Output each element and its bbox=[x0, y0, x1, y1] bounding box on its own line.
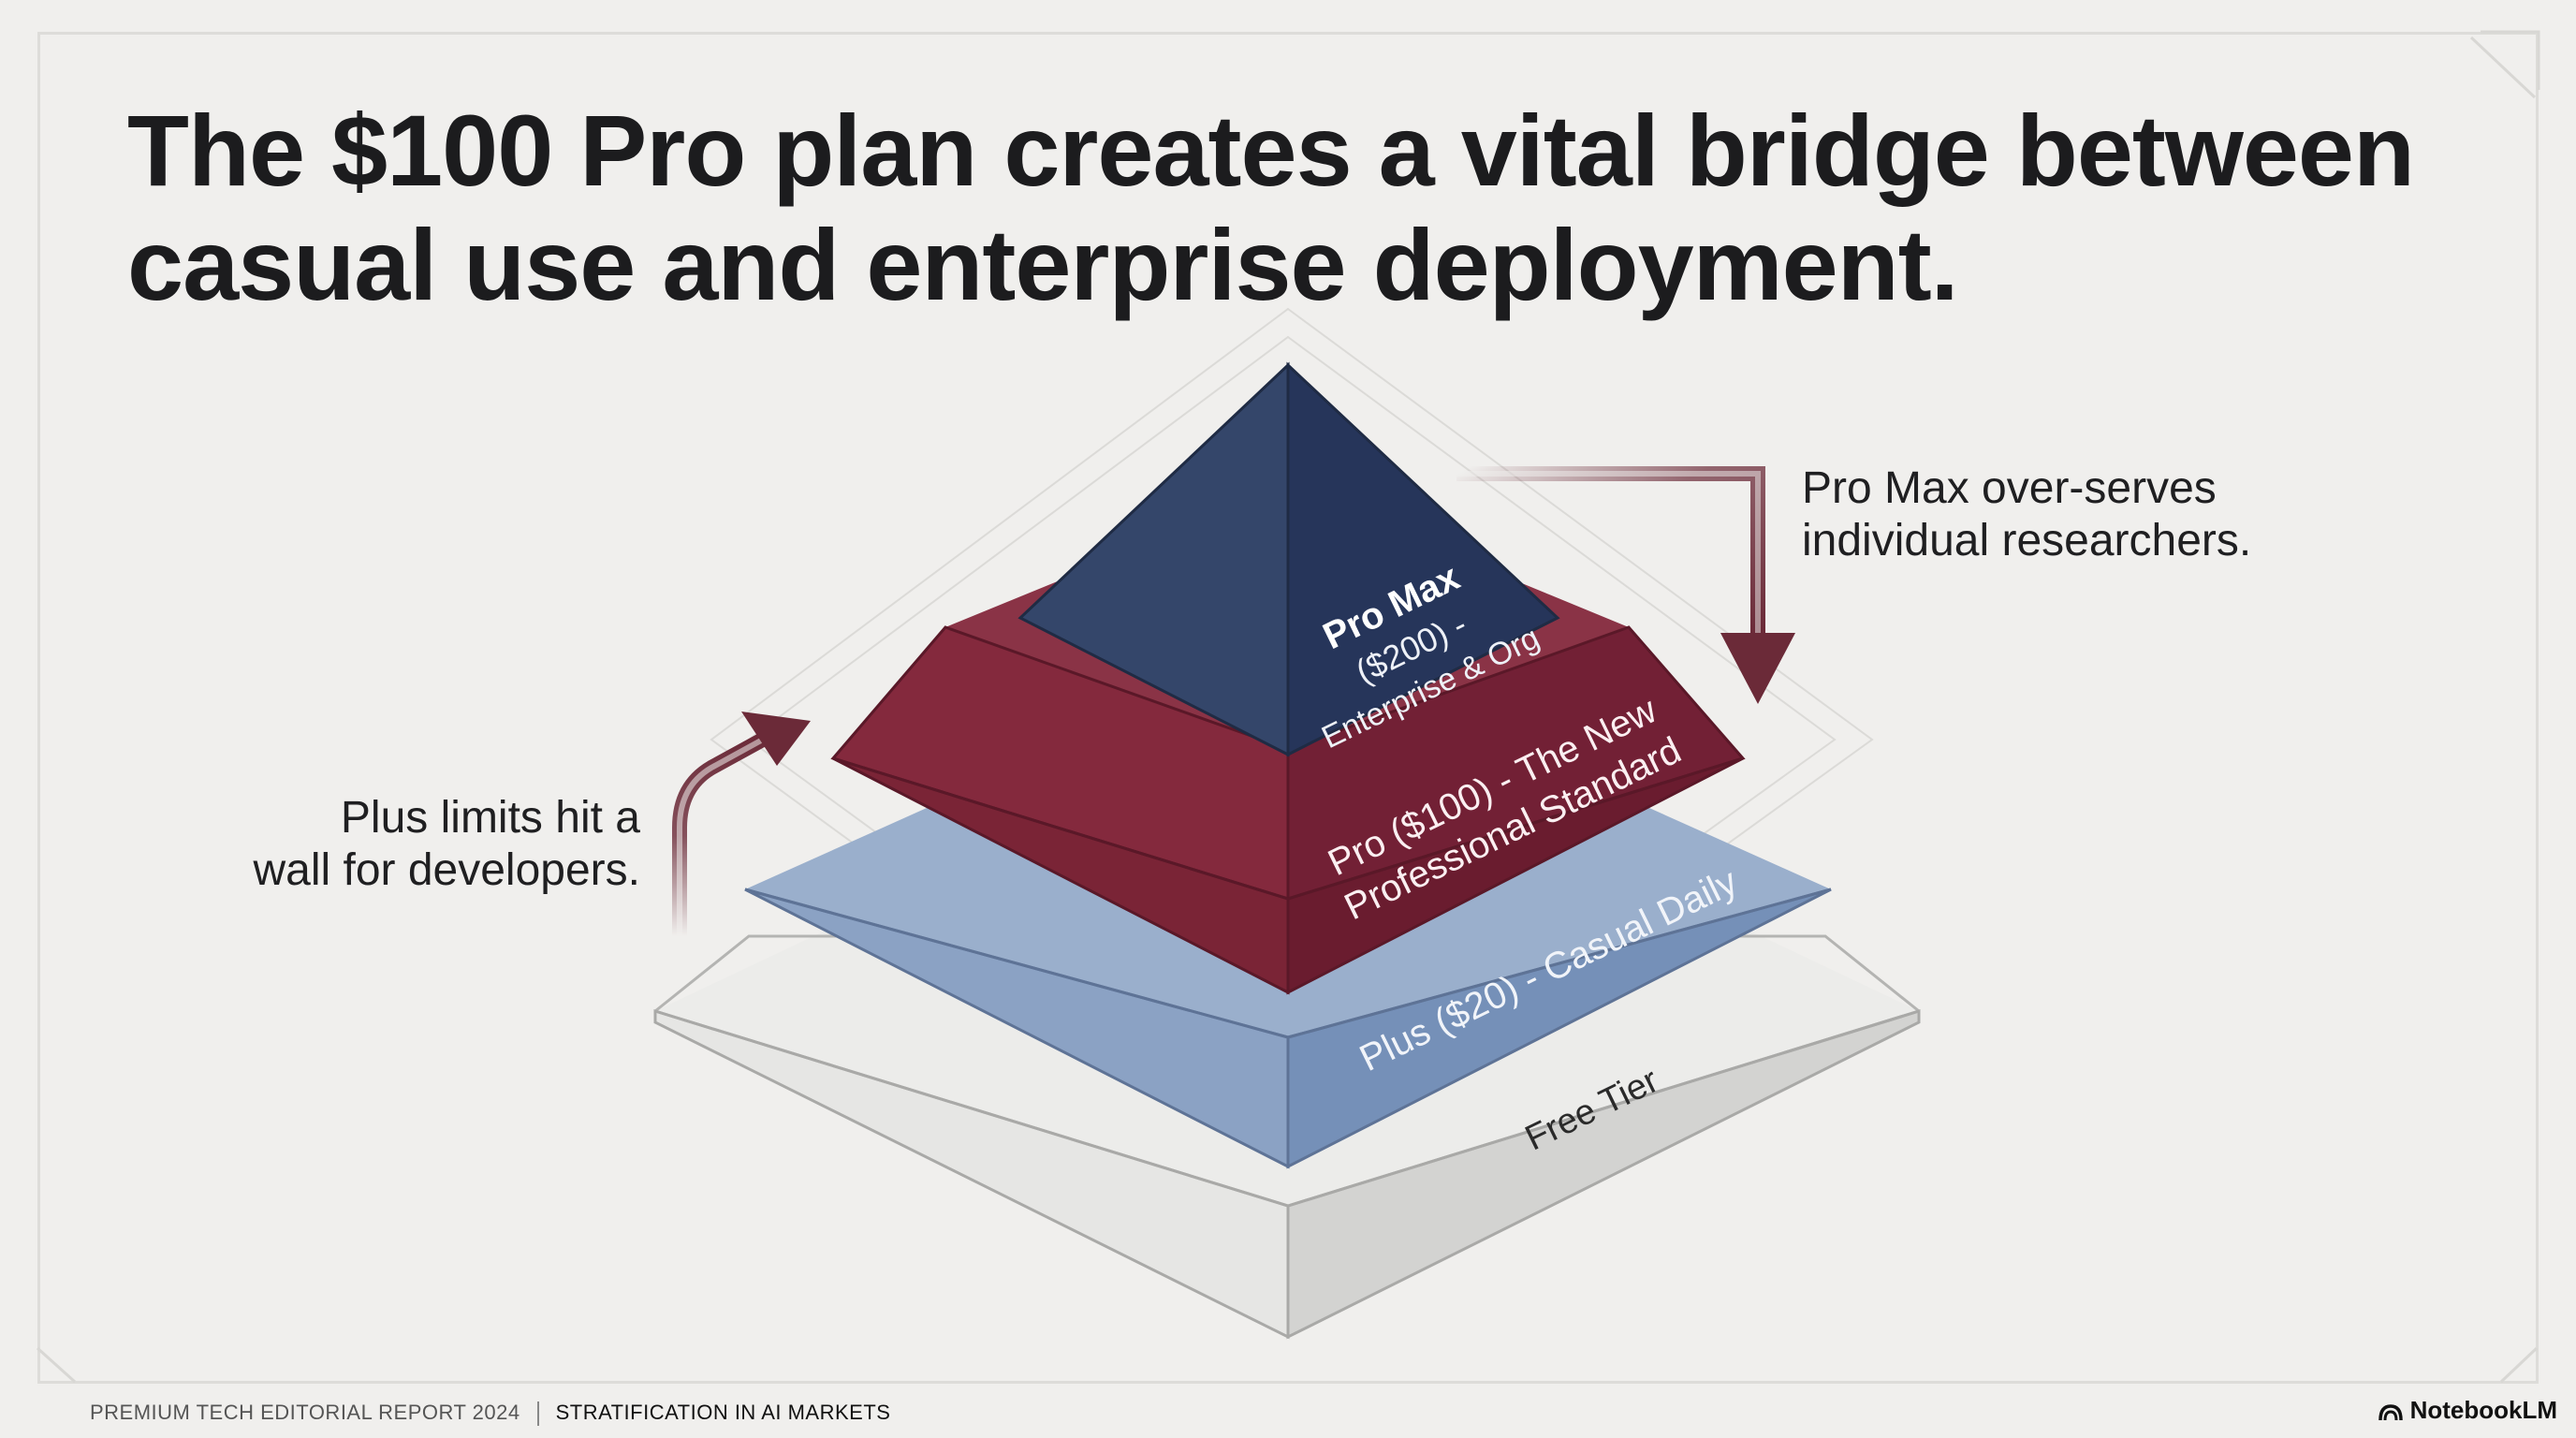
notebooklm-logo-icon bbox=[2378, 1404, 2403, 1421]
arrow-left bbox=[672, 712, 811, 936]
brand-mark: NotebookLM bbox=[2378, 1396, 2557, 1425]
brand-name: NotebookLM bbox=[2409, 1396, 2557, 1424]
callout-plus-limits: Plus limits hit a wall for developers. bbox=[154, 792, 640, 897]
callout-right-line2: individual researchers. bbox=[1802, 516, 2252, 565]
slide-title: The $100 Pro plan creates a vital bridge… bbox=[127, 94, 2415, 321]
tier-promax bbox=[1017, 361, 1560, 757]
footer: PREMIUM TECH EDITORIAL REPORT 2024 STRATI… bbox=[90, 1401, 891, 1427]
callout-right-line1: Pro Max over-serves bbox=[1802, 463, 2217, 513]
callout-left-line2: wall for developers. bbox=[253, 845, 640, 895]
footer-report-label: PREMIUM TECH EDITORIAL REPORT 2024 bbox=[90, 1401, 520, 1424]
arrow-right bbox=[1456, 466, 1795, 704]
footer-section-label: STRATIFICATION IN AI MARKETS bbox=[555, 1401, 891, 1424]
slide-frame bbox=[37, 32, 2539, 1384]
footer-separator bbox=[536, 1401, 539, 1427]
callout-left-line1: Plus limits hit a bbox=[340, 793, 640, 843]
callout-promax-overserves: Pro Max over-serves individual researche… bbox=[1802, 462, 2401, 567]
